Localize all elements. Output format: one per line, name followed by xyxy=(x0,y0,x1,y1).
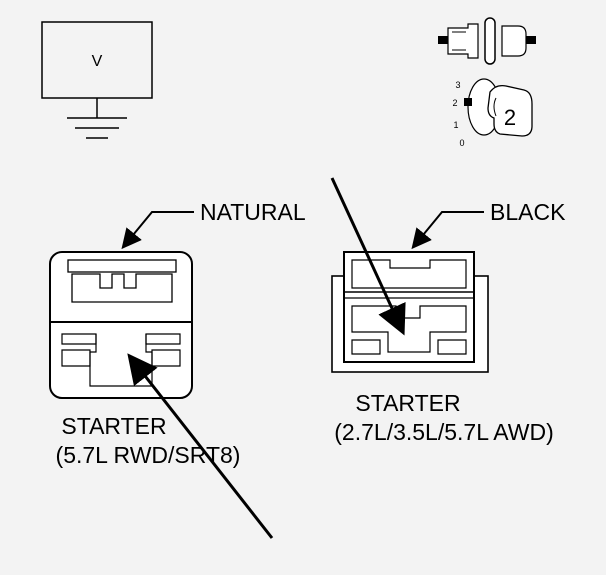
callout-black-arrow xyxy=(411,211,484,250)
connector-color-natural: NATURAL xyxy=(200,199,306,225)
probe-arrow-left xyxy=(127,353,274,539)
connector-left-variant: (5.7L RWD/SRT8) xyxy=(56,442,241,468)
connector-left-name: STARTER xyxy=(61,413,166,439)
connector-right-variant: (2.7L/3.5L/5.7L AWD) xyxy=(334,419,553,445)
voltmeter-symbol: V xyxy=(92,53,103,70)
key-position-1: 1 xyxy=(453,120,458,130)
voltmeter-ground-icon xyxy=(41,21,153,139)
connector-disconnect-icon xyxy=(438,17,536,65)
connector-black xyxy=(331,251,489,373)
connector-color-black: BLACK xyxy=(490,199,566,225)
key-position-0: 0 xyxy=(459,138,464,148)
key-position-indicator: 2 xyxy=(504,105,516,130)
key-position-3: 3 xyxy=(455,80,460,90)
ignition-key-icon xyxy=(464,78,533,137)
callout-natural-arrow xyxy=(121,211,194,250)
key-position-2: 2 xyxy=(452,98,457,108)
connector-right-name: STARTER xyxy=(355,390,460,416)
probe-arrow-right xyxy=(330,177,406,336)
connector-natural xyxy=(49,251,193,399)
